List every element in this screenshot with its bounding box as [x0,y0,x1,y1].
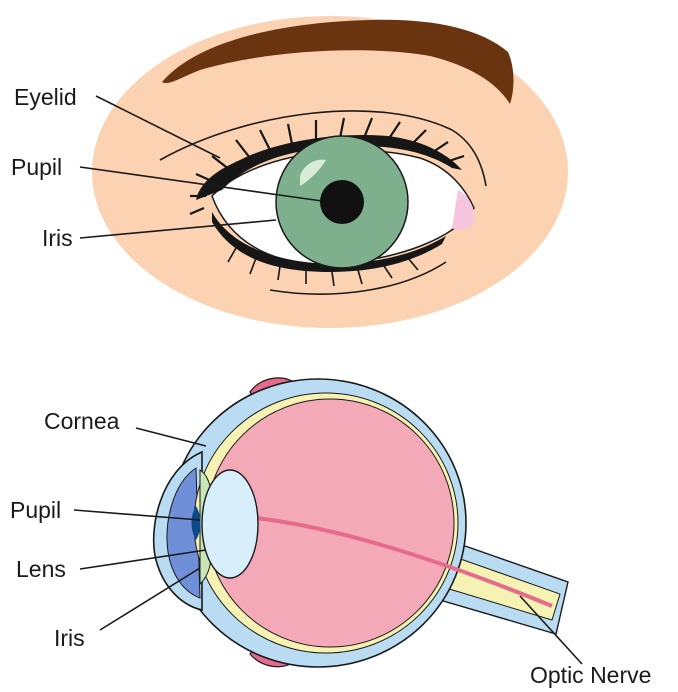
label-iris-external: Iris [42,225,73,251]
label-optic-nerve: Optic Nerve [530,662,651,688]
external-eye-view: Eyelid Pupil Iris [11,16,568,328]
label-eyelid: Eyelid [14,84,77,110]
label-cornea: Cornea [44,408,120,434]
lens [202,470,258,578]
label-iris-section: Iris [54,625,85,651]
label-pupil-external: Pupil [11,154,62,180]
label-lens: Lens [16,556,66,582]
pupil-circle [320,180,364,224]
label-pupil-section: Pupil [10,497,61,523]
eye-cross-section: Cornea Pupil Lens Iris Optic Nerve [10,378,651,688]
